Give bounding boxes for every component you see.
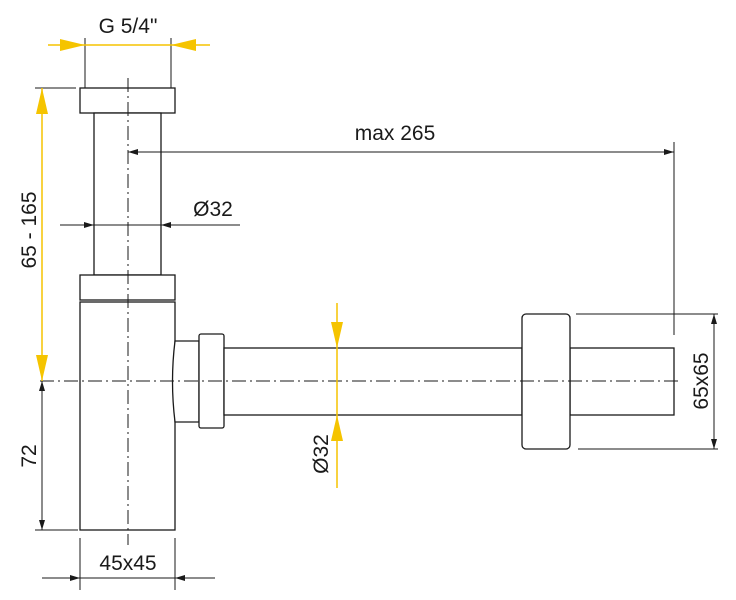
thread-label: G 5/4" <box>99 15 158 38</box>
height-range-label: 65 - 165 <box>18 191 41 268</box>
outlet-height-label: 72 <box>18 444 41 467</box>
pipe-diameter-label: Ø32 <box>310 434 333 474</box>
upper-diameter-label: Ø32 <box>193 198 233 221</box>
body-size-label: 45x45 <box>99 552 156 575</box>
max-length-label: max 265 <box>355 122 436 145</box>
wall-flange-label: 65x65 <box>690 352 713 409</box>
